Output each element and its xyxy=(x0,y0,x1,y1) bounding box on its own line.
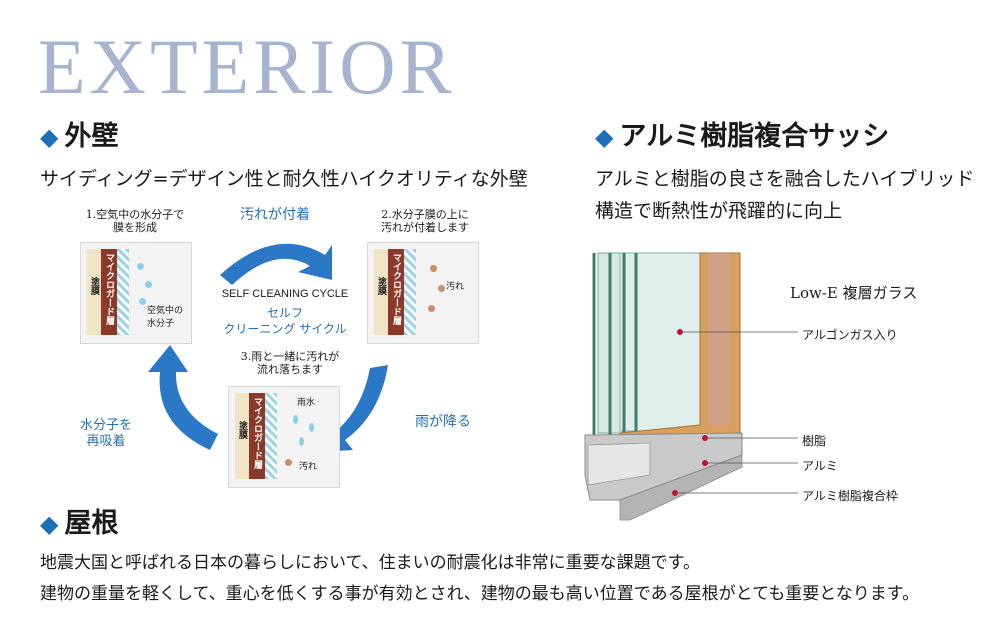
roof-heading: ◆屋根 xyxy=(40,510,118,537)
step1-base: 塗膜 xyxy=(87,249,101,335)
rain-drop xyxy=(299,437,304,446)
water-dot xyxy=(145,281,152,288)
roof-heading-text: 屋根 xyxy=(64,508,119,539)
sash-desc-line2: 構造で断熱性が飛躍的に向上 xyxy=(595,200,843,222)
arrow-left xyxy=(148,345,218,450)
water-dot xyxy=(137,263,144,270)
roof-text-line2: 建物の重量を軽くして、重心を低くする事が有効とされ、建物の最も高い位置である屋根… xyxy=(40,584,920,604)
diamond-icon: ◆ xyxy=(595,122,614,151)
step3-rain-label: 雨水 xyxy=(297,398,316,408)
arrow-right xyxy=(318,365,388,452)
sash-illustration xyxy=(584,252,798,521)
arrow-left-label-line2: 再吸着 xyxy=(86,433,126,449)
aluminium-bottom xyxy=(619,454,743,521)
step1-coat-layer: マイクロガード層 xyxy=(101,249,117,335)
step1-line2: 膜を形成 xyxy=(113,221,157,235)
rain-drop xyxy=(293,415,298,424)
water-dot xyxy=(139,298,146,305)
arrow-right-label: 雨が降る xyxy=(415,414,471,430)
step2-dirt-label: 汚れ xyxy=(446,282,465,292)
sash-heading: ◆アルミ樹脂複合サッシ xyxy=(595,123,889,150)
step2-panel: 塗膜 マイクロガード層 汚れ xyxy=(367,242,479,344)
callout-frame: アルミ樹脂複合枠 xyxy=(802,489,898,503)
dirt-dot xyxy=(430,265,437,272)
step2-line1: 2.水分子膜の上に xyxy=(381,208,469,221)
diamond-icon: ◆ xyxy=(40,509,59,538)
step3-caption: 3.雨と一緒に汚れが 流れ落ちます xyxy=(230,350,350,376)
arrow-left-label: 水分子を 再吸着 xyxy=(80,418,132,449)
dirt-dot xyxy=(285,459,292,466)
cycle-center-en: SELF CLEANING CYCLE xyxy=(221,288,349,300)
cycle-arrows xyxy=(148,243,388,452)
cycle-center-jp2: クリーニング サイクル xyxy=(223,322,347,336)
step2-caption: 2.水分子膜の上に 汚れが付着します xyxy=(365,208,485,234)
sash-heading-text: アルミ樹脂複合サッシ xyxy=(619,121,890,152)
dirt-dot xyxy=(438,285,445,292)
callout-argon: アルゴンガス入り xyxy=(802,328,898,342)
callout-alu: アルミ xyxy=(802,459,838,473)
arrow-top xyxy=(220,243,332,285)
roof-text-line1: 地震大国と呼ばれる日本の暮らしにおいて、住まいの耐震化は非常に重要な課題です。 xyxy=(40,553,700,573)
step3-panel: 塗膜 マイクロガード層 雨水 汚れ xyxy=(228,386,340,488)
page-title: EXTERIOR xyxy=(38,23,456,110)
step1-caption: 1.空気中の水分子で 膜を形成 xyxy=(80,208,190,234)
wall-subtitle: サイディング=デザイン性と耐久性ハイクオリティな外壁 xyxy=(40,168,528,190)
aluminium-detail xyxy=(587,442,651,486)
step1-air-label: 空気中の水分子 xyxy=(147,306,184,329)
step3-dirt-label: 汚れ xyxy=(299,462,318,472)
arrow-top-label: 汚れが付着 xyxy=(240,207,310,223)
step3-line2: 流れ落ちます xyxy=(257,363,323,377)
wall-heading: ◆外壁 xyxy=(40,123,118,150)
step1-panel: 塗膜 マイクロガード層 空気中の水分子 xyxy=(80,242,192,344)
diamond-icon: ◆ xyxy=(40,122,59,151)
self-cleaning-cycle-diagram: 汚れが付着 雨が降る 水分子を 再吸着 SELF CLEANING CYCLE … xyxy=(70,200,530,500)
rain-drop xyxy=(309,423,314,432)
dirt-dot xyxy=(428,305,435,312)
cycle-center-jp1: セルフ xyxy=(266,306,303,320)
frame-inner-edge xyxy=(708,253,730,425)
step1-water-layer xyxy=(117,249,129,335)
sash-desc-line1: アルミと樹脂の良さを融合したハイブリッド xyxy=(595,168,975,190)
wall-heading-text: 外壁 xyxy=(64,121,119,152)
step2-line2: 汚れが付着します xyxy=(381,221,469,235)
step1-line1: 1.空気中の水分子で xyxy=(85,208,185,221)
arrow-left-label-line1: 水分子を xyxy=(80,418,133,433)
callout-resin: 樹脂 xyxy=(802,434,827,448)
step3-line1: 3.雨と一緒に汚れが xyxy=(240,350,340,363)
glass-label: Low-E 複層ガラス xyxy=(790,284,918,302)
